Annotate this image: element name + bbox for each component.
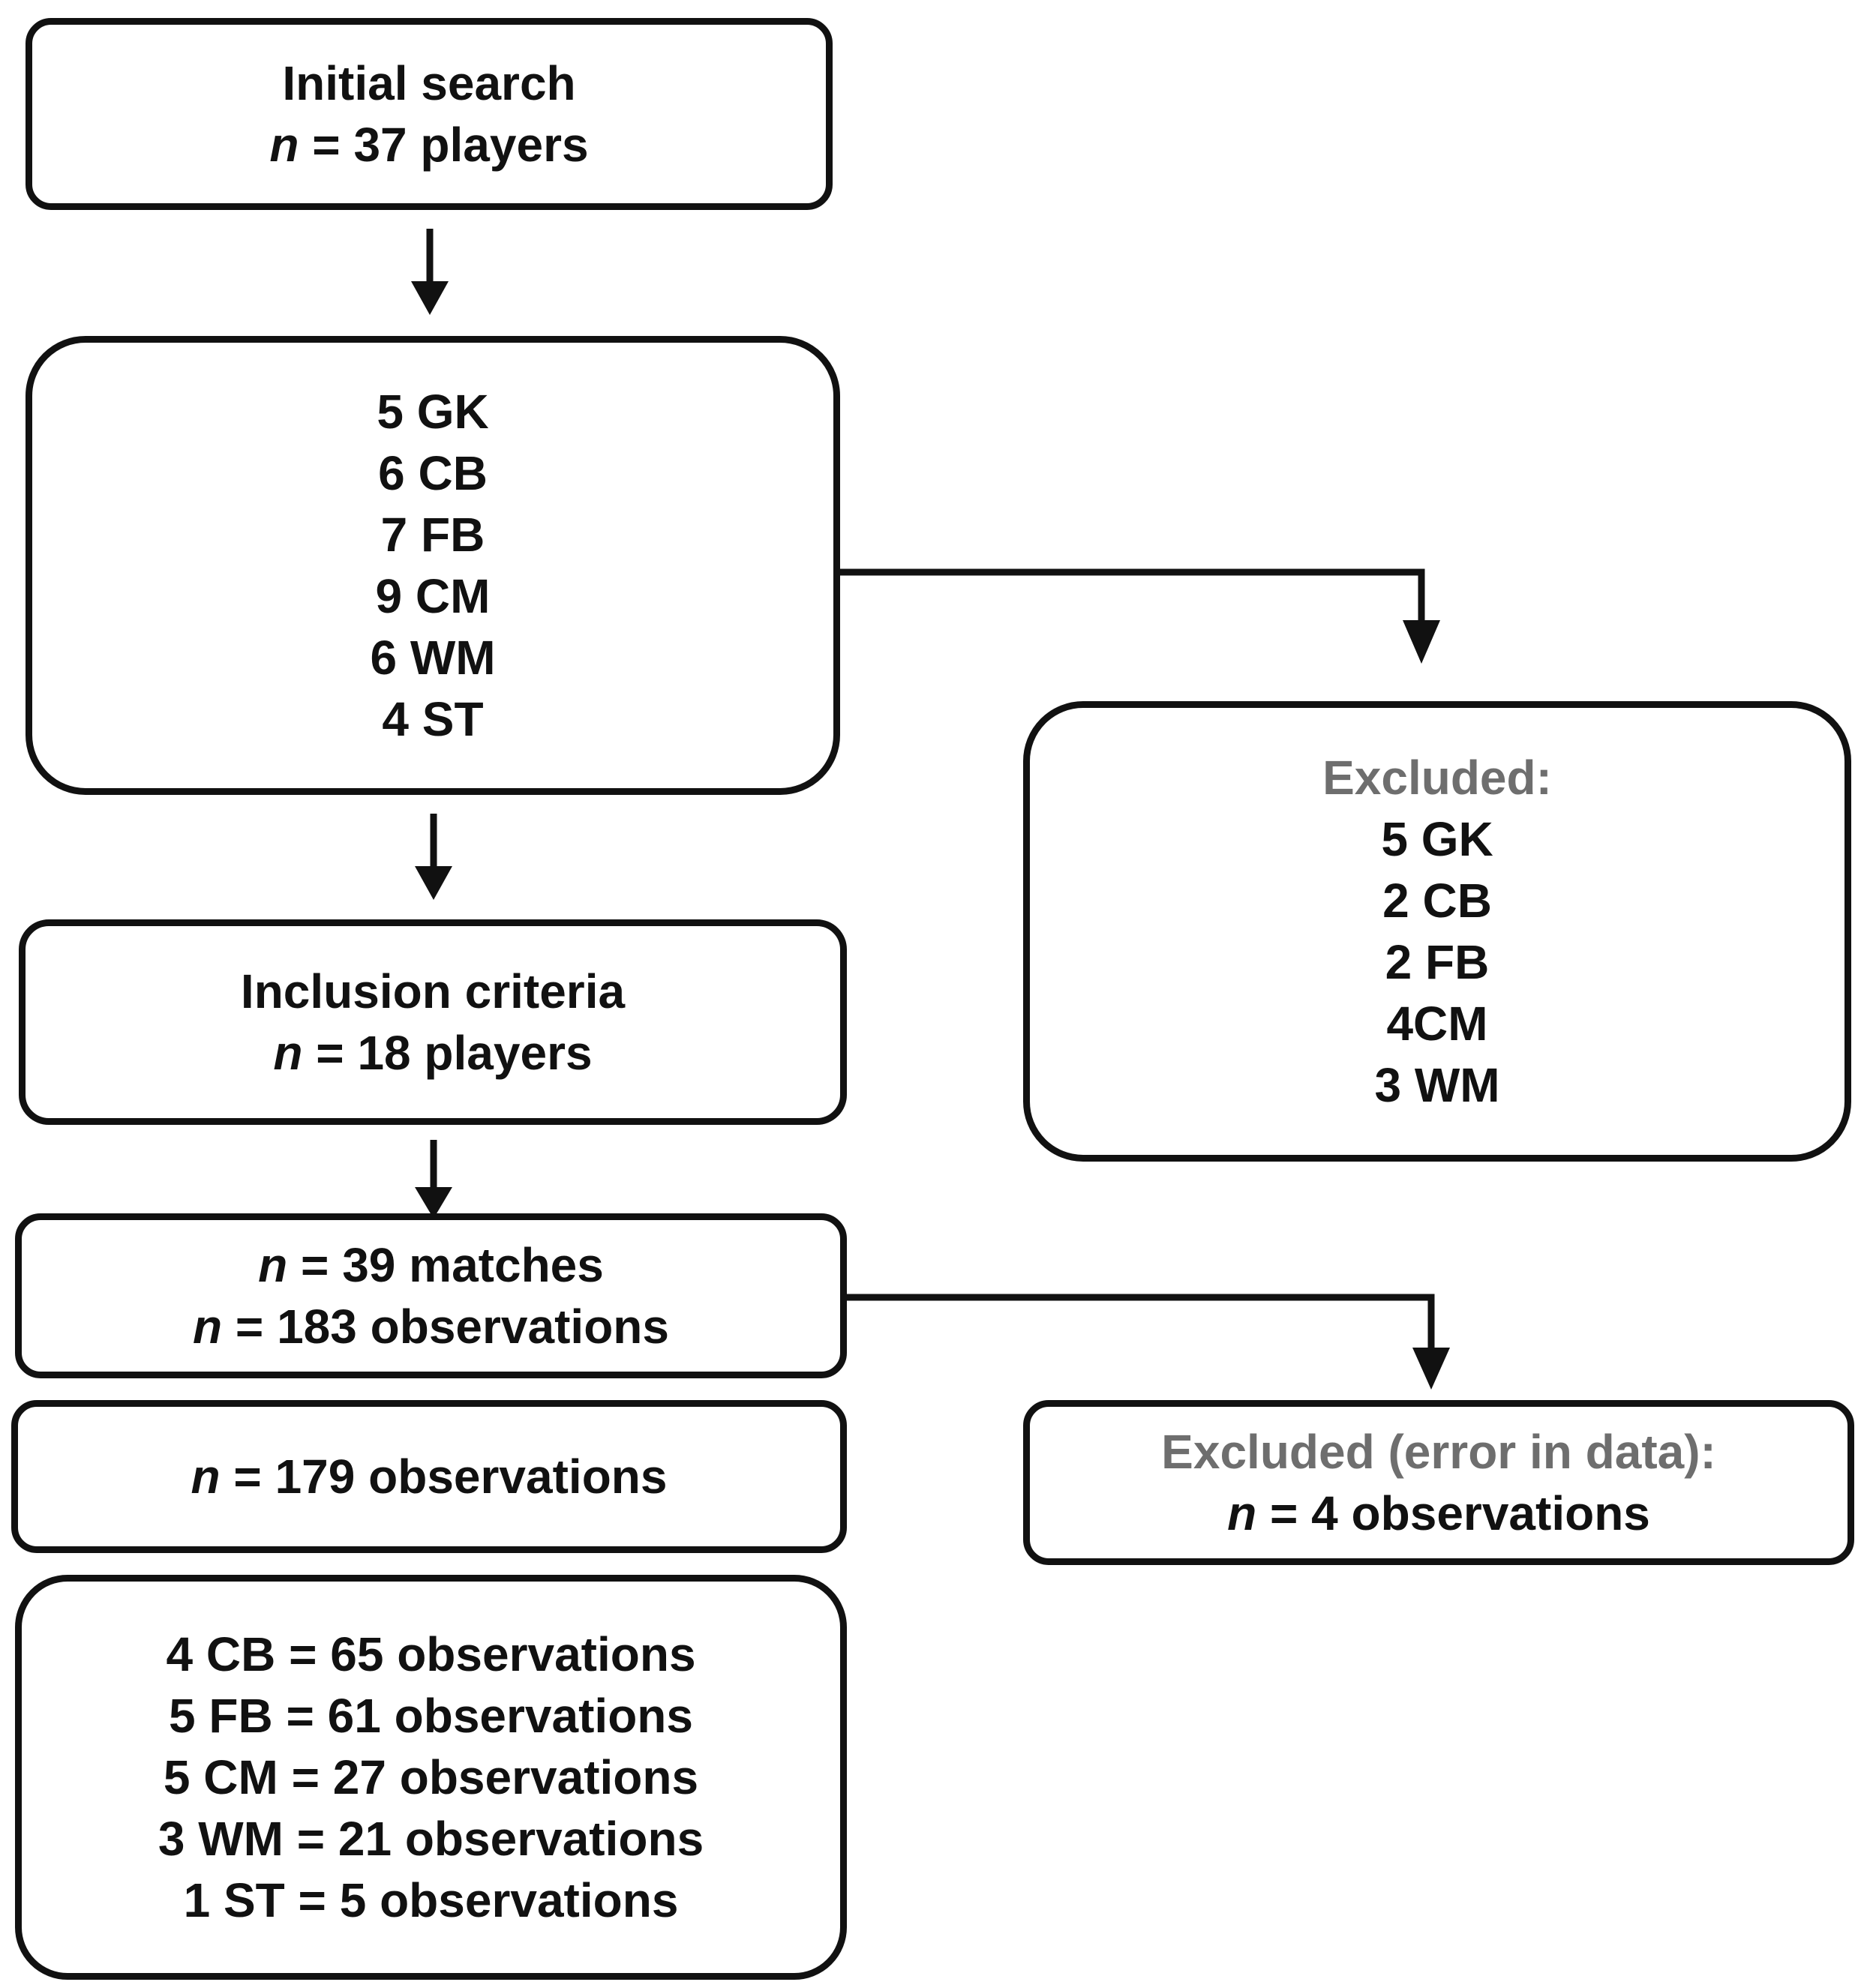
- breakdown-line: 3 WM = 21 observations: [158, 1812, 704, 1866]
- breakdown-box: 4 CB = 65 observations 5 FB = 61 observa…: [15, 1575, 847, 1980]
- excluded-error-count: n = 4 observations: [1227, 1483, 1650, 1544]
- excluded-line: 2 FB: [1385, 935, 1490, 989]
- observations-box: n = 179 observations: [11, 1400, 847, 1553]
- arrow-matches-to-excluded-error-path: [844, 1294, 1435, 1350]
- matches-box: n = 39 matches n = 183 observations: [15, 1213, 847, 1378]
- position-line: 9 CM: [375, 569, 491, 623]
- excluded-error-title: Excluded (error in data):: [1161, 1425, 1716, 1479]
- position-line: 5 GK: [377, 385, 489, 439]
- breakdown-line: 5 CM = 27 observations: [163, 1750, 699, 1804]
- initial-search-title: Initial search: [282, 56, 576, 110]
- excluded-line: 4CM: [1386, 997, 1488, 1051]
- arrow-positions-to-inclusion-head: [415, 866, 452, 900]
- observations-total-count: n = 183 observations: [193, 1296, 669, 1357]
- observations-count-value: = 179 observations: [220, 1450, 668, 1504]
- positions-box: 5 GK 6 CB 7 FB 9 CM 6 WM 4 ST: [26, 336, 840, 795]
- breakdown-line: 1 ST = 5 observations: [183, 1873, 679, 1927]
- breakdown-line: 5 FB = 61 observations: [169, 1689, 693, 1743]
- excluded-error-count-value: = 4 observations: [1256, 1486, 1650, 1540]
- arrow-inclusion-to-matches-head: [415, 1187, 452, 1219]
- n-symbol: n: [191, 1450, 221, 1504]
- excluded-error-box: Excluded (error in data): n = 4 observat…: [1023, 1400, 1854, 1565]
- n-symbol: n: [258, 1238, 288, 1292]
- position-line: 7 FB: [380, 508, 485, 562]
- observations-count: n = 179 observations: [191, 1446, 668, 1507]
- arrow-positions-to-excluded-path: [840, 568, 1425, 622]
- position-line: 4 ST: [382, 692, 484, 746]
- observations-total-count-value: = 183 observations: [222, 1300, 669, 1354]
- excluded-line: 5 GK: [1381, 812, 1493, 866]
- inclusion-criteria-count-value: = 18 players: [302, 1026, 593, 1080]
- n-symbol: n: [273, 1026, 303, 1080]
- excluded-line: 3 WM: [1374, 1058, 1500, 1112]
- inclusion-criteria-count: n = 18 players: [273, 1022, 592, 1084]
- initial-search-count: n = 37 players: [269, 114, 588, 175]
- n-symbol: n: [193, 1300, 223, 1354]
- excluded-box: Excluded: 5 GK 2 CB 2 FB 4CM 3 WM: [1023, 701, 1851, 1162]
- matches-count-value: = 39 matches: [287, 1238, 604, 1292]
- initial-search-box: Initial search n = 37 players: [26, 18, 833, 210]
- arrow-matches-to-excluded-error-head: [1412, 1348, 1450, 1390]
- arrow-initial-to-positions-head: [411, 281, 449, 315]
- excluded-line: 2 CB: [1382, 874, 1492, 928]
- initial-search-count-value: = 37 players: [299, 118, 589, 172]
- position-line: 6 WM: [370, 631, 496, 685]
- position-line: 6 CB: [378, 446, 488, 500]
- matches-count: n = 39 matches: [258, 1234, 604, 1296]
- inclusion-criteria-title: Inclusion criteria: [240, 964, 626, 1018]
- n-symbol: n: [1227, 1486, 1257, 1540]
- inclusion-criteria-box: Inclusion criteria n = 18 players: [19, 919, 847, 1125]
- arrow-positions-to-excluded-head: [1403, 620, 1440, 664]
- excluded-title: Excluded:: [1322, 751, 1552, 805]
- breakdown-line: 4 CB = 65 observations: [166, 1627, 696, 1681]
- n-symbol: n: [269, 118, 299, 172]
